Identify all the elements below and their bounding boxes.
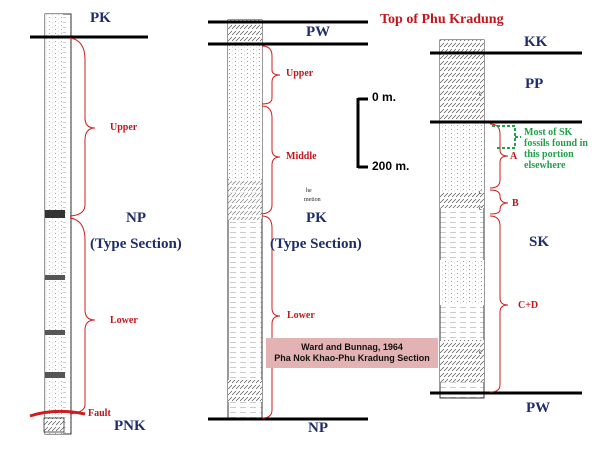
col3-part-cd: C+D	[518, 300, 539, 311]
reference-line-2: Pha Nok Khao-Phu Kradung Section	[274, 353, 430, 363]
col2-upper-label: Upper	[286, 68, 314, 79]
col3-c-mark: c	[479, 204, 483, 212]
col1-bottom-unit: PNK	[114, 418, 146, 434]
col2-unit-note: (Type Section)	[270, 236, 362, 252]
col1-unit: NP	[126, 210, 146, 226]
col3-unit-sk: SK	[529, 234, 550, 250]
scale-top-label: 0 m.	[372, 90, 397, 104]
col1-lower-label: Lower	[110, 315, 138, 326]
col2-top-unit: PW	[306, 24, 331, 40]
reference-line-1: Ward and Bunnag, 1964	[301, 342, 403, 352]
col1-upper-label: Upper	[110, 122, 138, 133]
col3-part-b: B	[512, 198, 519, 209]
col3-c-mark: c	[479, 90, 483, 98]
col2-small-text-1: he	[306, 188, 312, 194]
column-1-section	[29, 13, 148, 435]
col2-lower-label: Lower	[287, 310, 315, 321]
col3-bottom-unit: PW	[526, 400, 551, 416]
scale-bar	[356, 97, 368, 169]
col1-top-unit: PK	[90, 10, 111, 26]
column-2-section	[208, 19, 368, 421]
col2-bottom-unit: NP	[308, 420, 328, 436]
col3-part-a: A	[510, 151, 518, 162]
scale-bottom-label: 200 m.	[372, 159, 410, 173]
col1-unit-note: (Type Section)	[90, 236, 182, 252]
col2-middle-label: Middle	[286, 151, 317, 162]
col3-top-unit: KK	[524, 34, 548, 50]
col2-small-text-2: metion	[304, 197, 321, 203]
col3-unit-pp: PP	[525, 76, 544, 92]
column-3-section	[430, 39, 582, 399]
col3-c-mark: c	[479, 348, 483, 356]
col3-fossil-note: Most of SK fossils found in this portion…	[524, 127, 588, 171]
col3-c-mark: c	[479, 188, 483, 196]
reference-box: Ward and Bunnag, 1964 Pha Nok Khao-Phu K…	[266, 338, 438, 368]
diagram-title: Top of Phu Kradung	[380, 12, 504, 27]
col2-unit: PK	[306, 210, 327, 226]
col1-fault-label: Fault	[88, 408, 111, 419]
